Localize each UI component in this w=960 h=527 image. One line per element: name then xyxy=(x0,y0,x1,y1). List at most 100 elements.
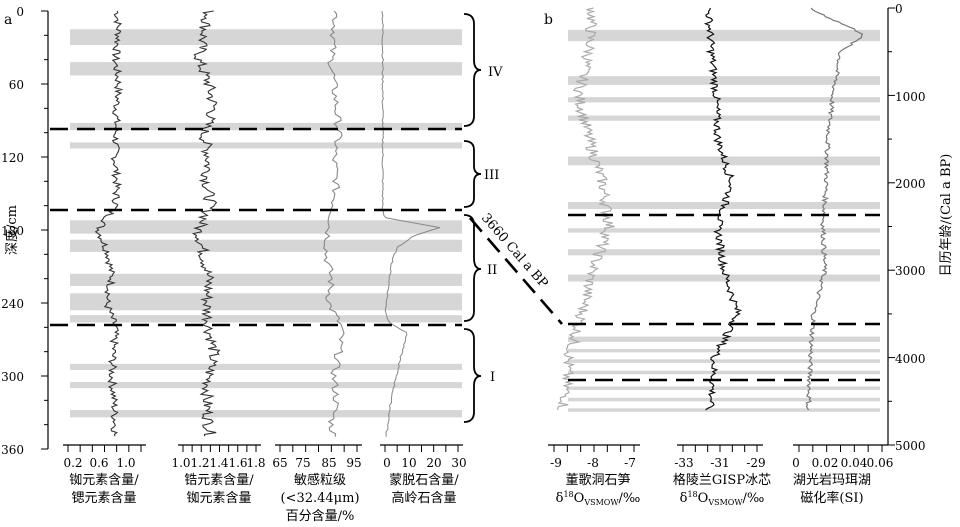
grey-band-b-1 xyxy=(568,76,880,85)
col4-label-line2: 高岭石含量 xyxy=(391,490,456,506)
col4-tick: 0 xyxy=(383,456,391,470)
col3-label-line2: (<32.44μm) xyxy=(280,491,359,506)
zone-label-i: I xyxy=(490,370,495,385)
zone-label-ii: II xyxy=(487,263,497,278)
b-col3-tick: 0.06 xyxy=(867,456,894,470)
grey-band-b-8 xyxy=(568,274,880,282)
line-huguangyan-ms xyxy=(805,7,864,411)
grey-band-b-3 xyxy=(568,115,880,121)
grey-band-a-6 xyxy=(70,273,462,286)
age-tick-5000: 5000 xyxy=(895,439,926,453)
col4-tick: 20 xyxy=(426,456,441,470)
line-rb-sr xyxy=(94,10,124,437)
zone-brace-ii xyxy=(463,214,482,322)
grey-band-b-14 xyxy=(568,397,880,402)
line-gisp-d18o xyxy=(703,7,743,411)
b-col3-tick: 0.02 xyxy=(812,456,839,470)
grey-band-b-12 xyxy=(568,370,880,375)
grey-band-b-13 xyxy=(568,386,880,390)
col3-label-line3: 百分含量/% xyxy=(286,508,355,524)
b-col3-label-line1: 湖光岩玛珥湖 xyxy=(793,473,871,488)
depth-tick-120: 120 xyxy=(1,151,24,165)
grey-band-b-0 xyxy=(568,29,880,42)
col2-tick: 1.6 xyxy=(228,456,247,470)
b-col2-tick: -33 xyxy=(674,456,693,470)
grey-band-a-11 xyxy=(70,410,462,418)
col1-label-line1: 铷元素含量/ xyxy=(69,472,139,488)
col2-tick: 1.4 xyxy=(209,456,228,470)
panel-a-label: a xyxy=(4,12,12,28)
b-col2-label-line2: δ18OVSMOW/‰ xyxy=(680,490,765,507)
grey-band-b-6 xyxy=(568,228,880,233)
col2-label-line1: 锆元素含量/ xyxy=(184,472,254,488)
depth-tick-marks xyxy=(41,10,48,450)
col4-tick: 10 xyxy=(401,456,416,470)
col2-tick: 1.2 xyxy=(190,456,209,470)
zone-label-iv: IV xyxy=(488,65,503,80)
age-tick-marks xyxy=(888,7,895,446)
line-grain-size xyxy=(323,10,345,437)
line-smectite-kaolinite xyxy=(381,10,441,437)
col3-tick: 95 xyxy=(346,456,361,470)
b-col1-label-line2: δ18OVSMOW/‰ xyxy=(556,490,641,507)
grey-band-a-8 xyxy=(70,315,462,323)
depth-tick-180: 180 xyxy=(1,224,24,238)
grey-bands-a xyxy=(70,29,462,418)
grey-band-b-10 xyxy=(568,348,880,353)
col4-tick: 30 xyxy=(451,456,466,470)
col3-label-line1: 敏感粒级 xyxy=(294,472,346,488)
age-axis-title: 日历年龄/(Cal a BP) xyxy=(939,154,954,277)
col3-tick: 65 xyxy=(272,456,287,470)
b-col3-tick: 0 xyxy=(792,456,800,470)
zone-brace-iv xyxy=(463,13,482,127)
grey-band-b-2 xyxy=(568,97,880,103)
grey-band-a-9 xyxy=(70,363,462,370)
grey-band-a-10 xyxy=(70,382,462,389)
col1-tick: 0.2 xyxy=(63,456,82,470)
x-tick-marks-b xyxy=(553,445,883,452)
grey-band-a-5 xyxy=(70,239,462,252)
depth-tick-240: 240 xyxy=(1,297,24,311)
grey-band-a-3 xyxy=(70,142,462,149)
grey-band-a-4 xyxy=(70,220,462,234)
col3-tick: 85 xyxy=(321,456,336,470)
grey-band-a-1 xyxy=(70,62,462,76)
series-panel-b xyxy=(556,7,864,411)
panel-b-label: b xyxy=(544,12,553,28)
col2-tick: 1.8 xyxy=(246,456,265,470)
depth-axis-title: 深度/cm xyxy=(4,205,20,255)
grey-band-a-0 xyxy=(70,29,462,46)
col1-label-line2: 锶元素含量 xyxy=(71,490,136,506)
col2-tick: 1.0 xyxy=(171,456,190,470)
zone-brace-i xyxy=(463,328,482,423)
depth-tick-0: 0 xyxy=(16,5,24,19)
depth-tick-300: 300 xyxy=(1,370,24,384)
zone-label-iii: III xyxy=(484,168,499,183)
grey-band-a-2 xyxy=(70,122,462,131)
grey-band-b-11 xyxy=(568,359,880,363)
depth-tick-60: 60 xyxy=(9,78,24,92)
col1-tick: 0.6 xyxy=(89,456,108,470)
col3-tick: 75 xyxy=(295,456,310,470)
age-tick-1000: 1000 xyxy=(895,90,926,104)
age-tick-3000: 3000 xyxy=(895,264,926,278)
grey-band-b-15 xyxy=(568,408,880,412)
b-col1-tick: -9 xyxy=(550,456,562,470)
series-panel-a xyxy=(94,10,441,437)
col1-tick: 1.0 xyxy=(116,456,135,470)
b-col1-tick: -7 xyxy=(624,456,636,470)
b-col3-label-line2: 磁化率(SI) xyxy=(800,490,863,506)
col2-label-line2: 铷元素含量 xyxy=(186,490,251,506)
b-col3-tick: 0.04 xyxy=(841,456,868,470)
connector-label: 3660 Cal a BP xyxy=(478,211,551,292)
b-col2-label-line1: 格陵兰GISP冰芯 xyxy=(673,472,771,488)
x-tick-marks-a xyxy=(67,445,459,452)
age-tick-2000: 2000 xyxy=(895,177,926,191)
b-col1-label-line1: 董歌洞石笋 xyxy=(565,472,630,488)
b-col2-tick: -29 xyxy=(746,456,765,470)
grey-band-b-7 xyxy=(568,249,880,256)
age-tick-4000: 4000 xyxy=(895,352,926,366)
col4-label-line1: 蒙脱石含量/ xyxy=(389,472,459,488)
b-col1-tick: -8 xyxy=(587,456,599,470)
